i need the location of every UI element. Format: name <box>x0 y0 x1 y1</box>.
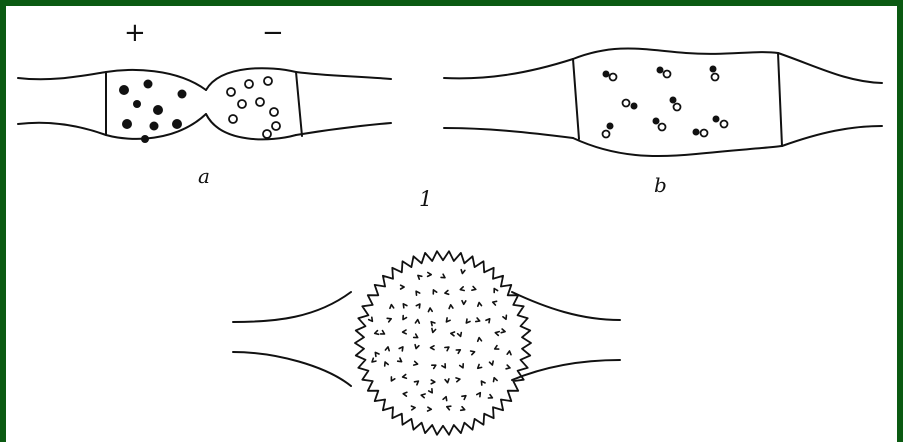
clot-mark <box>472 287 476 291</box>
clot-mark <box>433 290 436 294</box>
clot-mark <box>462 396 466 400</box>
clot-mark <box>414 361 418 365</box>
clot-mark <box>418 275 422 279</box>
clot-mark <box>369 317 373 321</box>
clot-mark <box>385 347 389 351</box>
clot-mark <box>476 318 480 322</box>
clot-mark <box>494 378 498 382</box>
clot-mark <box>460 364 464 368</box>
clot-mark <box>414 334 418 338</box>
clot-mark <box>387 318 391 322</box>
clot-mark <box>456 350 460 354</box>
clot-mark <box>432 329 436 333</box>
ion-pairs <box>603 66 728 138</box>
clot-mark <box>403 316 407 320</box>
clot-mark <box>471 351 475 355</box>
clot-mark <box>431 346 435 350</box>
clot-mark <box>375 352 379 356</box>
clot-mark <box>449 305 453 309</box>
clot-mark <box>401 285 405 289</box>
clot-mark <box>503 315 507 319</box>
clot-mark <box>391 377 394 381</box>
clot-mark <box>451 332 455 336</box>
clot-mark <box>446 318 450 322</box>
clot-mark <box>428 308 432 312</box>
clot-mark <box>445 379 449 383</box>
clot-mark <box>481 381 485 385</box>
clot-mark <box>399 347 403 351</box>
clot-mark <box>460 287 464 291</box>
clot-mark <box>486 319 490 323</box>
clot-mark <box>488 395 492 398</box>
clot-mark <box>478 365 482 369</box>
clot-mark <box>403 304 407 308</box>
positive-particles <box>119 80 187 144</box>
panel-a-fiber <box>18 68 391 139</box>
label-a: a <box>198 164 210 188</box>
clot-mark <box>495 332 499 336</box>
clot-mark <box>494 289 497 293</box>
clot-mark <box>403 330 407 334</box>
clot-mark <box>441 274 445 278</box>
clot-mark <box>507 351 511 355</box>
diagram-frame: + − a 1 b <box>6 6 897 442</box>
clot-mark <box>431 322 435 326</box>
clot-mark <box>415 345 419 349</box>
label-b: b <box>654 173 667 197</box>
clot-mark <box>403 375 407 379</box>
clot-mark <box>415 381 419 385</box>
clot-mark <box>381 331 385 334</box>
plus-sign: + <box>124 20 146 46</box>
clot-mark <box>429 389 433 393</box>
clot-mark <box>477 393 481 397</box>
clot-mark <box>411 406 415 410</box>
illustration <box>6 6 897 442</box>
clot-mark <box>461 407 465 411</box>
clot-mark <box>415 320 419 324</box>
clot-mark <box>385 362 389 366</box>
panel-b-fiber <box>444 48 882 156</box>
clot-inner-marks <box>369 270 511 411</box>
clot-mark <box>416 291 420 295</box>
clot-mark <box>443 397 447 401</box>
minus-sign: − <box>262 20 284 46</box>
clot-mark <box>478 303 482 307</box>
bottom-fiber <box>233 292 620 386</box>
clot-mark <box>403 392 407 396</box>
clot-mark <box>447 406 451 410</box>
spiky-clot <box>355 251 531 435</box>
clot-mark <box>466 319 470 323</box>
clot-mark <box>490 361 494 365</box>
clot-mark <box>493 301 497 305</box>
negative-particles <box>227 77 280 138</box>
clot-mark <box>495 346 499 350</box>
clot-mark <box>428 407 432 411</box>
clot-mark <box>506 365 510 369</box>
clot-mark <box>398 358 402 362</box>
clot-mark <box>375 331 379 335</box>
clot-mark <box>390 305 394 309</box>
clot-mark <box>478 338 482 342</box>
clot-mark <box>432 365 436 368</box>
figure-number: 1 <box>419 187 432 211</box>
clot-mark <box>462 301 466 305</box>
clot-mark <box>416 304 420 308</box>
clot-mark <box>461 270 465 274</box>
clot-mark <box>458 333 462 337</box>
clot-mark <box>445 347 449 351</box>
clot-mark <box>445 291 449 295</box>
clot-mark <box>421 394 425 398</box>
clot-mark <box>501 329 505 333</box>
clot-mark <box>431 380 435 384</box>
clot-mark <box>372 358 376 362</box>
clot-mark <box>442 364 445 368</box>
clot-mark <box>456 378 460 382</box>
clot-mark <box>428 273 432 277</box>
